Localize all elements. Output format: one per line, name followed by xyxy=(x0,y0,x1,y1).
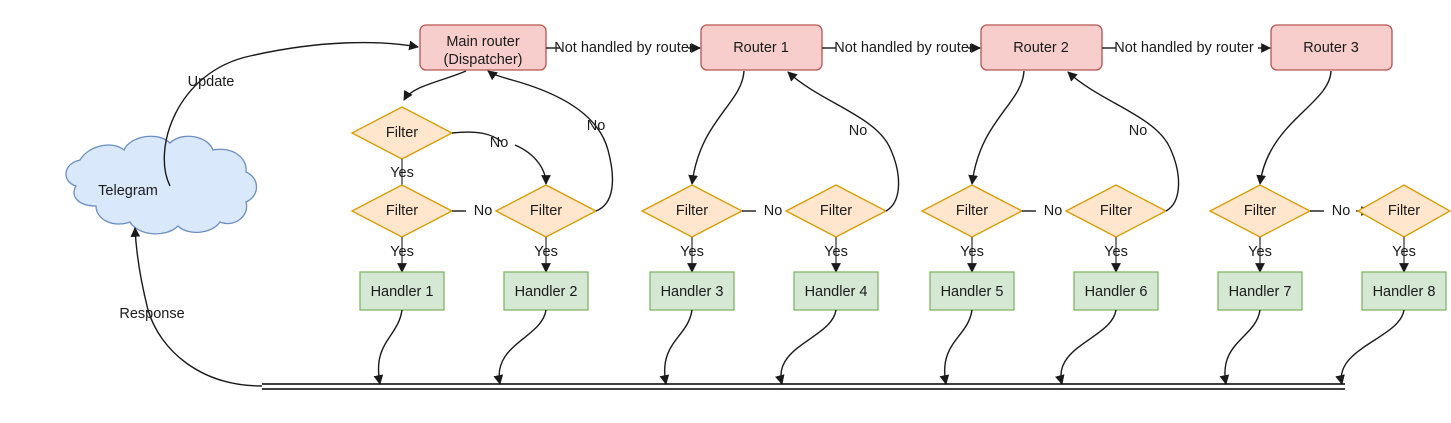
cloud-label: Telegram xyxy=(98,183,158,199)
main-router-label-line2: (Dispatcher) xyxy=(444,52,523,68)
handler-7-label: Handler 7 xyxy=(1229,284,1292,300)
filter-i-node[interactable]: Filter xyxy=(1356,184,1451,238)
edge-handler-3-to-bus xyxy=(659,309,693,385)
filter-c-label: Filter xyxy=(530,203,562,219)
filter-b-label: Filter xyxy=(386,203,418,219)
edge-label-not-handled-3: Not handled by router xyxy=(1114,40,1254,56)
edge-handler-2-to-bus xyxy=(493,309,547,385)
handler-8-box[interactable] xyxy=(1361,271,1447,311)
edge-filter-c-no-back-to-main xyxy=(487,70,614,212)
handler-1-box[interactable] xyxy=(359,271,445,311)
edge-handler-1-to-bus xyxy=(373,309,403,385)
filter-h-label: Filter xyxy=(1244,203,1276,219)
router-3-label: Router 3 xyxy=(1303,40,1359,56)
filter-f-label: Filter xyxy=(956,203,988,219)
edge-handler-5-to-bus xyxy=(939,309,973,385)
filter-e-node[interactable]: Filter xyxy=(784,184,888,238)
edge-label-no-3: No xyxy=(587,118,606,134)
handler-2-label: Handler 2 xyxy=(515,284,578,300)
edge-main-to-filter-a xyxy=(403,70,467,101)
telegram-cloud-node: Telegram xyxy=(65,135,258,235)
edge-router2-to-filter-f xyxy=(968,70,1025,185)
filter-a-node[interactable]: Filter xyxy=(350,106,454,160)
router-3-node[interactable]: Router 3 xyxy=(1270,24,1393,71)
main-router-label-line1: Main router xyxy=(446,34,520,50)
filter-g-label: Filter xyxy=(1100,203,1132,219)
router-3-box[interactable] xyxy=(1270,24,1393,71)
edge-label-no-6: No xyxy=(1044,203,1063,219)
handler-6-box[interactable] xyxy=(1073,271,1159,311)
edge-label-no-7: No xyxy=(1129,123,1148,139)
handler-1-node[interactable]: Handler 1 xyxy=(359,271,445,311)
edge-label-not-handled-1: Not handled by router xyxy=(554,40,694,56)
filter-d-node[interactable]: Filter xyxy=(640,184,744,238)
edge-update xyxy=(163,40,419,187)
edge-label-no-2: No xyxy=(474,203,493,219)
edge-router3-to-filter-h xyxy=(1256,70,1332,185)
filter-e-label: Filter xyxy=(820,203,852,219)
edge-handler-6-to-bus xyxy=(1055,309,1117,385)
edge-filter-e-no-back-to-router1 xyxy=(787,71,900,212)
handler-1-label: Handler 1 xyxy=(371,284,434,300)
handler-6-label: Handler 6 xyxy=(1085,284,1148,300)
edge-label-update: Update xyxy=(188,74,235,90)
edge-label-yes-4: Yes xyxy=(680,244,704,260)
filter-f-node[interactable]: Filter xyxy=(920,184,1024,238)
handler-4-label: Handler 4 xyxy=(805,284,868,300)
filter-a-label: Filter xyxy=(386,125,418,141)
edge-handler-8-to-bus xyxy=(1335,309,1405,385)
edge-label-yes-8: Yes xyxy=(1248,244,1272,260)
handler-5-box[interactable] xyxy=(929,271,1015,311)
handler-7-box[interactable] xyxy=(1217,271,1303,311)
handler-3-node[interactable]: Handler 3 xyxy=(649,271,735,311)
handler-5-node[interactable]: Handler 5 xyxy=(929,271,1015,311)
handler-8-label: Handler 8 xyxy=(1373,284,1436,300)
edge-label-no-4: No xyxy=(764,203,783,219)
handler-6-node[interactable]: Handler 6 xyxy=(1073,271,1159,311)
edge-handler-7-to-bus xyxy=(1219,309,1261,385)
edge-filter-g-no-back-to-router2 xyxy=(1067,71,1180,212)
edge-label-not-handled-2: Not handled by router xyxy=(834,40,974,56)
edge-label-no-1: No xyxy=(490,135,509,151)
handler-8-node[interactable]: Handler 8 xyxy=(1361,271,1447,311)
edge-label-yes-7: Yes xyxy=(1104,244,1128,260)
filter-h-node[interactable]: Filter xyxy=(1208,184,1312,238)
filter-b-node[interactable]: Filter xyxy=(350,184,454,238)
edge-label-yes-3: Yes xyxy=(534,244,558,260)
filter-i-label: Filter xyxy=(1388,203,1420,219)
edge-filter-a-no-part1 xyxy=(451,131,503,143)
router-2-label: Router 2 xyxy=(1013,40,1069,56)
handler-2-box[interactable] xyxy=(503,271,589,311)
filter-c-node[interactable]: Filter xyxy=(494,184,598,238)
handler-2-node[interactable]: Handler 2 xyxy=(503,271,589,311)
edge-router1-to-filter-d xyxy=(688,70,745,185)
edge-filter-a-no-part2 xyxy=(514,144,551,185)
edge-label-yes-6: Yes xyxy=(960,244,984,260)
edge-label-yes-2: Yes xyxy=(390,244,414,260)
handler-4-box[interactable] xyxy=(793,271,879,311)
router-1-label: Router 1 xyxy=(733,40,789,56)
edge-label-yes-1: Yes xyxy=(390,165,414,181)
filter-d-label: Filter xyxy=(676,203,708,219)
edge-label-no-5: No xyxy=(849,123,868,139)
handler-4-node[interactable]: Handler 4 xyxy=(793,271,879,311)
handler-3-box[interactable] xyxy=(649,271,735,311)
main-router-node[interactable]: Main router (Dispatcher) xyxy=(419,24,547,71)
edge-label-yes-9: Yes xyxy=(1392,244,1416,260)
edge-response xyxy=(130,227,263,387)
edge-label-yes-5: Yes xyxy=(824,244,848,260)
cloud-shape xyxy=(65,135,258,235)
filter-g-node[interactable]: Filter xyxy=(1064,184,1168,238)
router-2-node[interactable]: Router 2 xyxy=(980,24,1103,71)
edge-handler-4-to-bus xyxy=(775,309,837,385)
handler-7-node[interactable]: Handler 7 xyxy=(1217,271,1303,311)
edge-label-response: Response xyxy=(119,306,184,322)
handler-5-label: Handler 5 xyxy=(941,284,1004,300)
handler-3-label: Handler 3 xyxy=(661,284,724,300)
router-1-node[interactable]: Router 1 xyxy=(700,24,823,71)
edge-label-no-8: No xyxy=(1332,203,1351,219)
